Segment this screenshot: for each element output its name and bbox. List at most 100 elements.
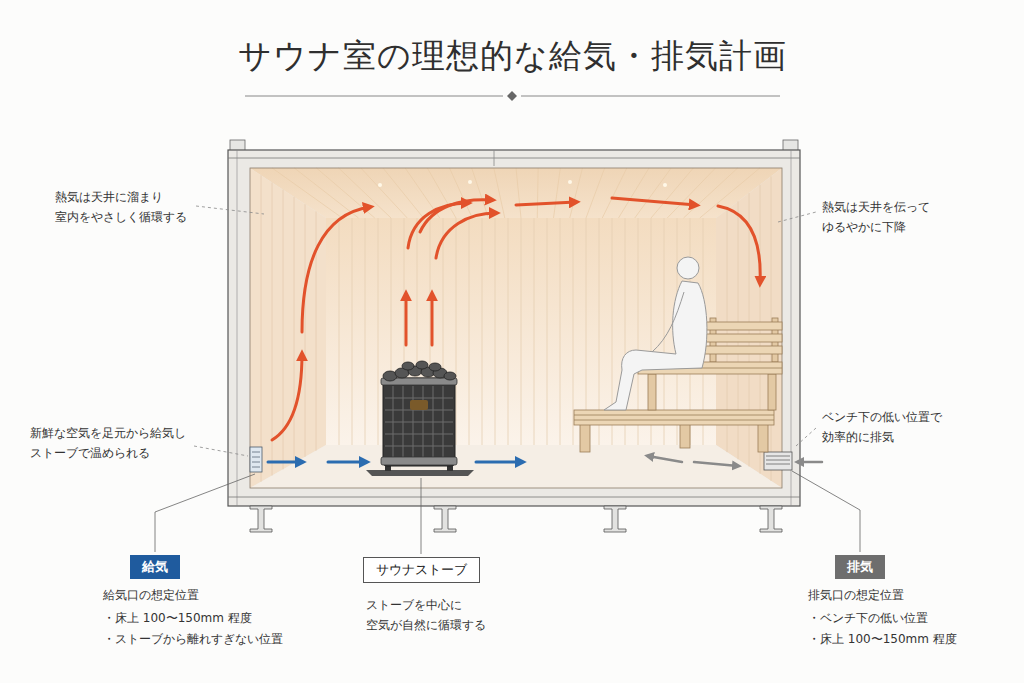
floor-support [434,506,456,532]
exhaust-vent [764,452,792,470]
sauna-stove [410,400,428,410]
sauna-bench [768,374,776,410]
wood-planks [494,168,505,218]
fresh-air-arrow [268,461,522,464]
sauna-stove [366,361,474,476]
title-rule [245,96,503,97]
wood-planks [361,168,407,218]
wood-planks [352,218,353,445]
wood-planks [472,168,489,218]
wood-planks [619,168,650,218]
fresh-air-arrow [268,461,302,464]
wood-planks [521,218,522,445]
wood-planks [573,218,574,445]
sauna-bench [704,322,782,330]
floor-support [250,506,272,532]
sauna-room [250,168,782,488]
hot-air-arrow [302,207,370,332]
supply-vent [250,447,262,472]
exhaust-tag: 排気 [835,555,885,579]
leader-line [194,446,248,456]
wood-planks [560,218,561,445]
sauna-bench [648,374,656,410]
steel-frame [228,497,800,498]
leader-line [796,428,816,446]
sauna-stove [385,434,453,435]
leader-line [792,471,860,552]
sauna-stove [385,446,453,447]
sauna-stove [429,363,441,371]
supply-vent [252,467,260,468]
diagram-title: サウナ室の理想的な給気・排気計画 [0,34,1024,79]
sauna-bench [574,410,774,425]
hot-air-arrow [718,206,760,283]
exhaust-vent [766,464,790,465]
annotation: 新鮮な空気を足元から給気し ストーブで温められる [30,424,205,464]
leader-line [421,478,422,554]
wood-planks [635,168,671,218]
title-rule [245,91,780,101]
wood-planks [554,168,561,218]
hot-air-arrow [516,202,576,205]
exhaust-arrow [798,461,822,464]
steel-frame [228,140,800,506]
wood-planks [339,218,340,445]
spec-heading: 排気口の想定位置 [808,586,904,606]
wood-planks [383,168,424,218]
title-rule [507,91,517,101]
sauna-bench [758,424,768,452]
wood-planks [651,168,693,218]
leader-line [155,471,860,554]
seated-person [604,281,707,410]
sauna-stove [385,398,453,399]
supply-vent [252,452,260,453]
steel-frame [228,150,800,506]
sauna-room [468,180,472,184]
annotation: ベンチ下の低い位置で 効率的に排気 [822,408,962,448]
spec-item: ・ストーブから離れすぎない位置 [103,630,283,650]
wood-planks [516,168,521,218]
wood-planks [482,218,483,445]
hot-air-arrow [431,294,434,345]
sauna-room [250,168,782,218]
wood-planks [365,218,366,445]
leader-line [194,206,816,456]
leader-line [155,474,255,552]
sauna-room [568,180,572,184]
wood-planks [261,175,262,482]
supply-vent [252,462,260,463]
hot-air-arrow [272,354,302,440]
leader-line [778,212,816,222]
wood-planks [547,218,548,445]
exhaust-vent [766,456,790,457]
wood-planks [378,218,379,445]
wood-planks [294,168,358,218]
wood-planks [586,168,605,218]
sauna-stove [383,378,455,466]
sauna-bench [704,346,782,354]
sauna-stove [366,470,474,476]
annotation: 熱気は天井を伝って ゆるやかに下降 [822,198,952,238]
spec-item: ・ベンチ下の低い位置 [808,609,928,629]
spec-heading: 給気口の想定位置 [103,586,199,606]
floor-support [250,506,782,532]
sauna-stove [402,362,414,370]
supply-vent [250,447,262,472]
wood-planks [469,218,470,445]
sauna-stove [385,422,453,423]
sauna-bench [574,420,774,421]
fresh-air-arrow [476,461,522,464]
tag-text: サウナストーブ [376,561,467,579]
exhaust-arrow [648,456,682,462]
hot-air-arrow [612,198,696,205]
sauna-bench [574,415,774,416]
sauna-room [663,183,667,187]
supply-tag: 給気 [130,555,180,579]
seated-person [652,292,684,352]
steel-frame [237,150,238,506]
wood-planks [495,218,496,445]
sauna-stove [444,372,456,380]
